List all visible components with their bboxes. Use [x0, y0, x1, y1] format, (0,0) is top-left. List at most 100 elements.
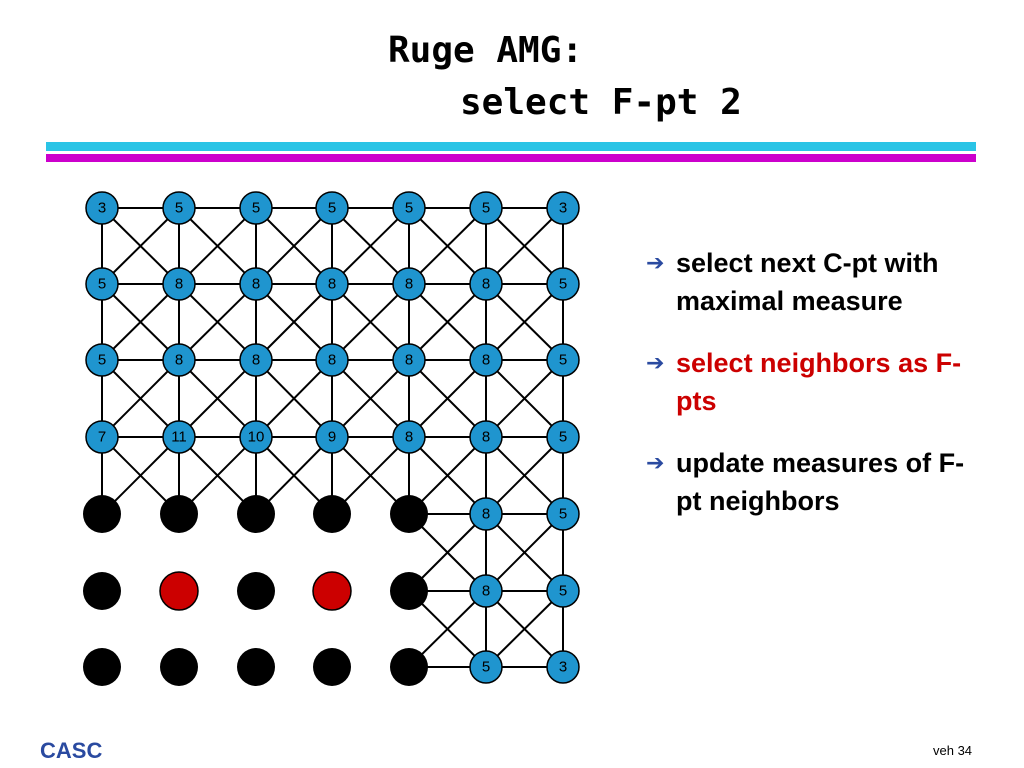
measure-node	[469, 267, 503, 301]
measure-node	[546, 191, 580, 225]
measure-node	[315, 343, 349, 377]
measure-label: 8	[405, 276, 413, 293]
measure-node	[239, 267, 273, 301]
measure-label: 3	[559, 659, 567, 676]
measure-label: 5	[559, 583, 567, 600]
arrow-right-icon: ➔	[646, 351, 665, 376]
measure-label: 8	[405, 352, 413, 369]
measure-label: 5	[559, 506, 567, 523]
arrow-right-icon: ➔	[646, 451, 665, 476]
measure-label: 8	[482, 276, 490, 293]
measure-label: 5	[482, 659, 490, 676]
measure-label: 8	[175, 352, 183, 369]
c-point-node	[390, 572, 428, 610]
grid-edge	[101, 283, 180, 361]
f-point-node	[159, 571, 199, 611]
measure-label: 5	[98, 276, 106, 293]
title-rule-magenta	[46, 154, 976, 162]
grid-edge	[485, 436, 564, 515]
measure-node	[315, 267, 349, 301]
bullet-list: ➔ select next C-pt with maximal measure …	[646, 244, 976, 520]
measure-node	[546, 497, 580, 531]
grid-edge	[408, 207, 487, 285]
grid-edge	[255, 359, 333, 438]
measure-label: 8	[405, 429, 413, 446]
c-point-node	[313, 648, 351, 686]
measure-label: 9	[328, 429, 336, 446]
measure-node	[469, 497, 503, 531]
measure-label: 8	[482, 506, 490, 523]
measure-node	[162, 267, 196, 301]
measure-node	[85, 191, 119, 225]
measure-label: 11	[171, 429, 187, 446]
grid-edge	[331, 283, 410, 361]
slide-title-line-2: select F-pt 2	[460, 82, 742, 123]
measure-label: 8	[175, 276, 183, 293]
arrow-right-icon: ➔	[646, 251, 665, 276]
measure-node	[469, 574, 503, 608]
grid-edge	[331, 359, 410, 438]
measure-label: 3	[559, 200, 567, 217]
c-point-node	[237, 648, 275, 686]
measure-label: 5	[405, 200, 413, 217]
f-point-node	[312, 571, 352, 611]
footer-page-label: veh 34	[933, 743, 973, 758]
measure-node	[239, 191, 273, 225]
measure-node	[315, 420, 349, 454]
grid-edge	[178, 359, 257, 438]
grid-edge	[101, 207, 180, 285]
measure-label: 5	[559, 429, 567, 446]
c-point-node	[237, 495, 275, 533]
footer-logo-text: CASC	[40, 738, 103, 763]
measure-label: 8	[252, 352, 260, 369]
measure-node	[546, 650, 580, 684]
measure-node	[85, 420, 119, 454]
measure-node	[315, 191, 349, 225]
measure-node	[162, 343, 196, 377]
bullet-item-highlight: ➔ select neighbors as F-pts	[646, 344, 976, 420]
measure-label: 8	[482, 429, 490, 446]
measure-label: 3	[98, 200, 106, 217]
grid-edge	[178, 283, 257, 361]
grid-edge	[485, 207, 564, 285]
c-point-node	[83, 648, 121, 686]
measure-label: 8	[482, 352, 490, 369]
grid-edge	[255, 283, 333, 361]
c-point-node	[160, 495, 198, 533]
c-point-node	[390, 648, 428, 686]
measure-label: 8	[252, 276, 260, 293]
c-point-node	[237, 572, 275, 610]
grid-edge	[101, 359, 180, 438]
measure-node	[392, 420, 426, 454]
measure-node	[85, 343, 119, 377]
measure-node	[85, 267, 119, 301]
measure-node	[546, 267, 580, 301]
measure-node	[469, 420, 503, 454]
measure-label: 5	[482, 200, 490, 217]
grid-edge	[255, 207, 333, 285]
measure-label: 5	[559, 276, 567, 293]
c-point-node	[83, 495, 121, 533]
grid-edge	[485, 513, 564, 592]
grid-edge	[331, 207, 410, 285]
measure-node	[469, 650, 503, 684]
measure-node	[239, 343, 273, 377]
measure-node	[546, 343, 580, 377]
measure-label: 5	[559, 352, 567, 369]
measure-label: 5	[175, 200, 183, 217]
title-rule-cyan	[46, 142, 976, 151]
bullet-text: select neighbors as F-pts	[676, 348, 962, 416]
measure-node	[469, 191, 503, 225]
bullet-text: select next C-pt with maximal measure	[676, 248, 939, 316]
grid-edge	[408, 283, 487, 361]
c-point-node	[390, 495, 428, 533]
measure-node	[546, 420, 580, 454]
measure-label: 5	[328, 200, 336, 217]
bullet-item: ➔ select next C-pt with maximal measure	[646, 244, 976, 320]
measure-label: 8	[482, 583, 490, 600]
grid-edge	[485, 590, 564, 668]
measure-label: 5	[252, 200, 260, 217]
measure-label: 5	[98, 352, 106, 369]
grid-edge	[408, 359, 487, 438]
